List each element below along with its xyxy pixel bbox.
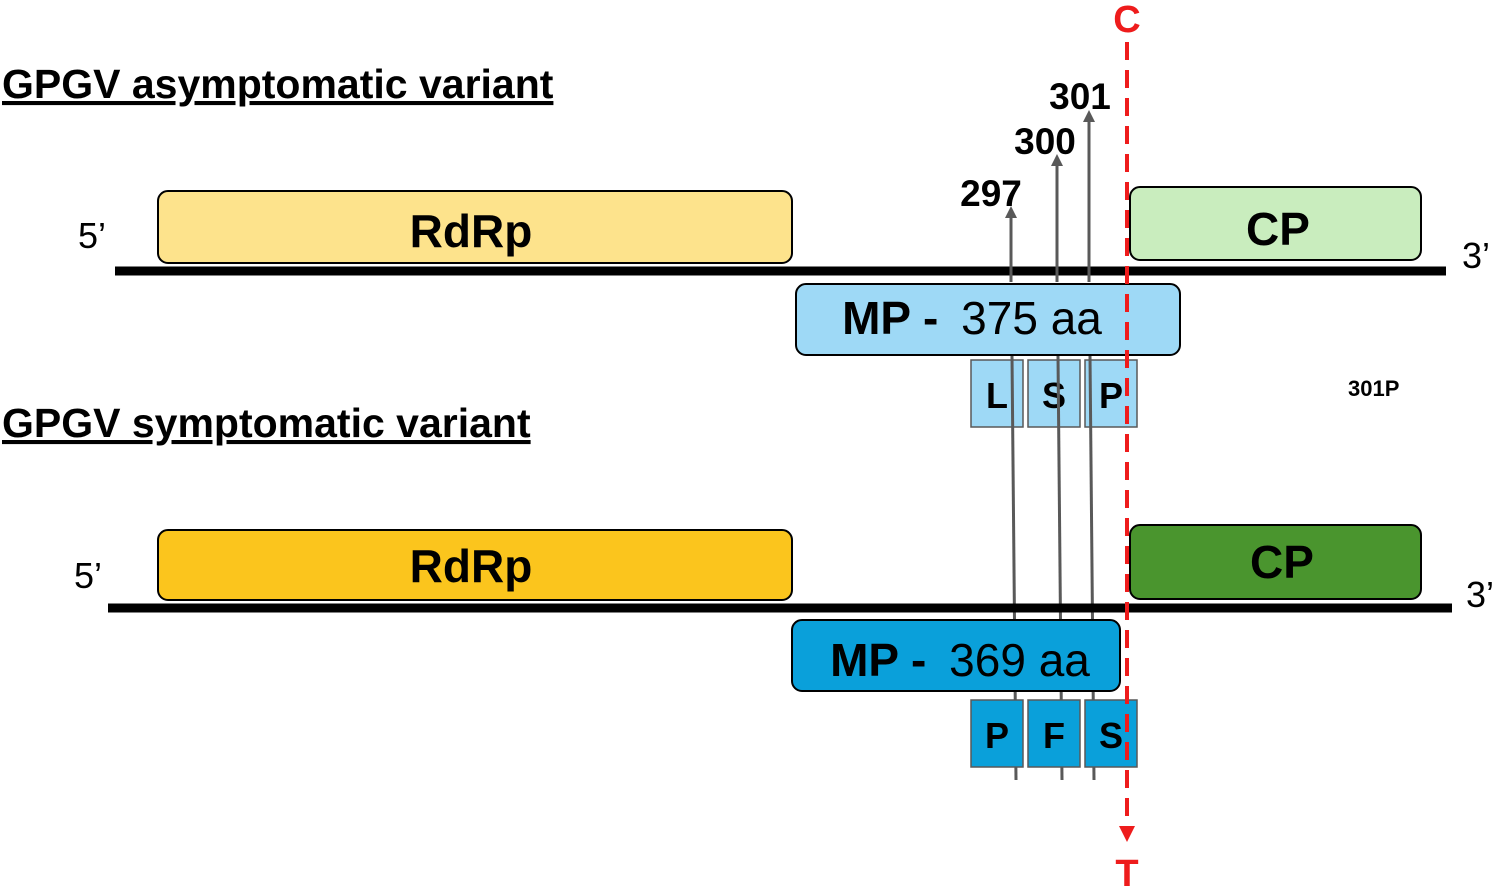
sym-mp-length: 369 aa	[949, 634, 1090, 686]
asymptomatic-heading: GPGV asymptomatic variant	[2, 61, 554, 107]
asym-mp-box	[795, 283, 1181, 356]
symptomatic-heading: GPGV symptomatic variant	[2, 400, 531, 446]
sym-rdrp-label: RdRp	[410, 540, 533, 592]
sym-residue-box-2	[1027, 699, 1081, 768]
sym-mp-label: MP - 369 aa	[830, 634, 1090, 686]
asym-mp-prefix: MP -	[842, 292, 938, 344]
asym-five-prime-label: 5’	[78, 215, 106, 256]
asym-residue-box-1	[970, 359, 1024, 428]
position-label-301: 301	[1049, 76, 1111, 117]
asym-three-prime-label: 3’	[1462, 235, 1490, 276]
sym-five-prime-label: 5’	[74, 555, 102, 596]
asym-rdrp-label: RdRp	[410, 205, 533, 257]
sym-cp-label: CP	[1250, 536, 1314, 588]
sym-residue-1: P	[985, 715, 1009, 756]
sym-cp-box	[1129, 524, 1422, 600]
asym-mp-length: 375 aa	[961, 292, 1102, 344]
asym-residue-2: S	[1042, 375, 1066, 416]
asym-note-301p: 301P	[1348, 376, 1399, 401]
asym-residue-1: L	[986, 375, 1008, 416]
sym-rdrp-box	[157, 529, 793, 601]
sym-mp-prefix: MP -	[830, 634, 926, 686]
mutation-top-base: C	[1113, 0, 1140, 41]
asym-cp-label: CP	[1246, 203, 1310, 255]
sym-residue-box-1	[970, 699, 1024, 768]
asym-mp-label: MP - 375 aa	[842, 292, 1102, 344]
sym-residue-2: F	[1043, 715, 1065, 756]
asym-cp-box	[1129, 186, 1422, 261]
sym-mp-box	[791, 619, 1121, 692]
position-label-300: 300	[1014, 121, 1076, 162]
position-label-297: 297	[960, 173, 1022, 214]
asym-residue-3: P	[1099, 375, 1123, 416]
asym-residue-box-2	[1027, 359, 1081, 428]
asym-rdrp-box	[157, 190, 793, 264]
sym-residue-3: S	[1099, 715, 1123, 756]
sym-three-prime-label: 3’	[1466, 574, 1494, 615]
mutation-bottom-base: T	[1115, 853, 1138, 889]
